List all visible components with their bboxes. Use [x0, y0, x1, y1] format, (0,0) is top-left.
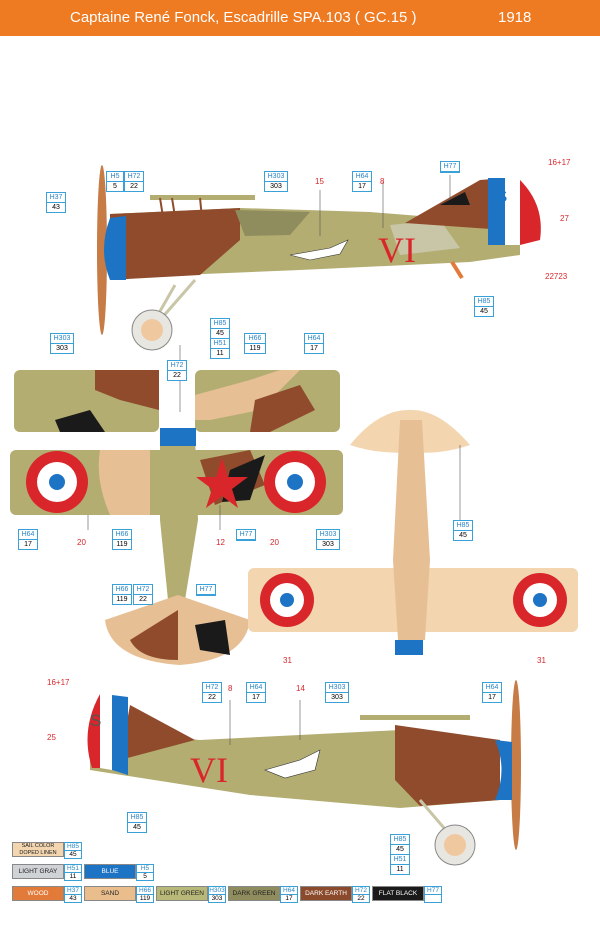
callout-8: 8 — [380, 177, 385, 186]
legend-swatch-dark-earth: DARK EARTH — [300, 886, 352, 901]
upper-surface-view — [10, 370, 343, 665]
legend-swatch-sail-color-doped-linen: SAIL COLOR DOPED LINEN — [12, 842, 64, 857]
callout-14: 14 — [296, 684, 305, 693]
legend-swatch-light-gray: LIGHT GRAY — [12, 864, 64, 879]
callout-27: 27 — [560, 214, 569, 223]
callout-20: 20 — [77, 538, 86, 547]
svg-text:S: S — [90, 711, 101, 730]
legend-swatch-dark-green: DARK GREEN — [228, 886, 280, 901]
callout-22723: 22723 — [545, 272, 568, 281]
legend-code-flat-black: H77 — [424, 886, 442, 903]
side-view-left: S VI — [97, 165, 541, 351]
callout-16-17: 16+17 — [47, 678, 70, 687]
callout-31: 31 — [283, 656, 292, 665]
stork-insignia — [289, 239, 349, 261]
callout-25: 25 — [47, 733, 56, 742]
cowling-earth-shape — [110, 208, 240, 280]
callout-15: 15 — [315, 177, 324, 186]
callout-20: 20 — [270, 538, 279, 547]
title-bar: Captaine René Fonck, Escadrille SPA.103 … — [0, 0, 600, 36]
legend-swatch-blue: BLUE — [84, 864, 136, 879]
legend-swatch-light-green: LIGHT GREEN — [156, 886, 208, 901]
color-label-h77: H77 — [236, 529, 256, 541]
callout-12: 12 — [216, 538, 225, 547]
callout-16-17: 16+17 — [548, 158, 571, 167]
color-label-h77: H77 — [196, 584, 216, 596]
underside-view — [248, 409, 578, 655]
propeller-shape — [97, 165, 107, 335]
legend-swatch-sand: SAND — [84, 886, 136, 901]
aircraft-drawings: S VI — [10, 165, 578, 866]
page-title: Captaine René Fonck, Escadrille SPA.103 … — [70, 9, 417, 26]
callout-8: 8 — [228, 684, 233, 693]
vi-marking-bottom: VI — [190, 750, 228, 790]
color-label-h77: H77 — [440, 161, 460, 173]
tail-s-marking: S — [496, 187, 507, 206]
legend-swatch-flat-black: FLAT BLACK — [372, 886, 424, 901]
year-label: 1918 — [498, 9, 532, 26]
vi-marking-top: VI — [378, 230, 416, 270]
callout-31: 31 — [537, 656, 546, 665]
legend-swatch-wood: WOOD — [12, 886, 64, 901]
drawing-area: S VI — [0, 36, 600, 931]
side-view-right: S VI — [87, 680, 521, 866]
star-insignia — [196, 458, 248, 508]
